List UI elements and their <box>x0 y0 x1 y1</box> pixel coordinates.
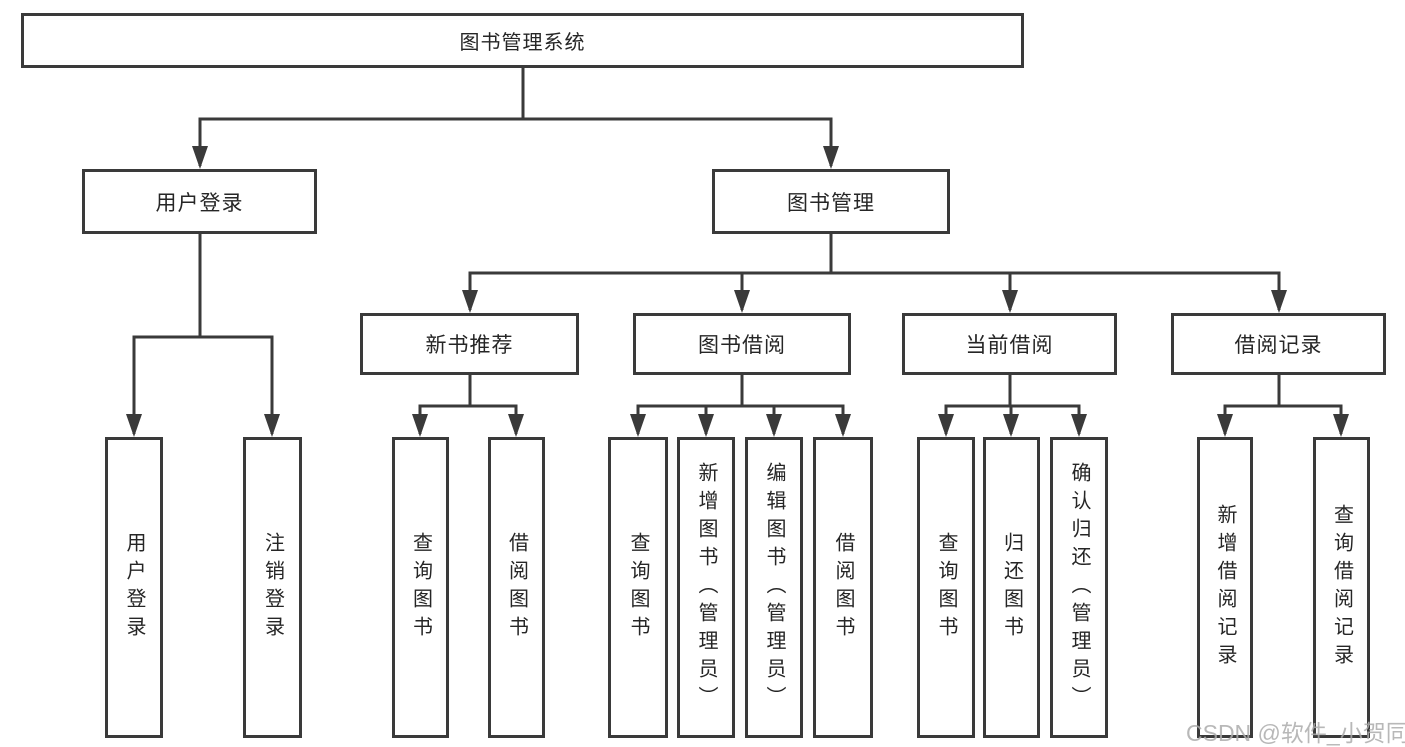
leaf-logout: 注销登录 <box>243 437 302 738</box>
leaf-edit-books-admin: 编辑图书（管理员） <box>745 437 803 738</box>
connector-book-mgmt-to-level3 <box>468 234 1281 310</box>
node-user-login: 用户登录 <box>82 169 317 234</box>
arrowheads <box>126 146 1349 437</box>
node-book-management: 图书管理 <box>712 169 950 234</box>
leaf-add-books-admin: 新增图书（管理员） <box>677 437 735 738</box>
leaf-query-books-recommend: 查询图书 <box>392 437 449 738</box>
connector-book-borrow-children <box>636 375 845 434</box>
node-library-management-system: 图书管理系统 <box>21 13 1024 68</box>
connector-borrow-records-children <box>1223 375 1343 434</box>
connector-root-to-level2 <box>198 68 833 166</box>
leaf-query-borrow-record: 查询借阅记录 <box>1313 437 1370 738</box>
leaf-add-borrow-record: 新增借阅记录 <box>1197 437 1253 738</box>
leaf-return-books: 归还图书 <box>983 437 1040 738</box>
node-borrow-records: 借阅记录 <box>1171 313 1386 375</box>
leaf-confirm-return-admin: 确认归还（管理员） <box>1050 437 1108 738</box>
leaf-user-login: 用户登录 <box>105 437 163 738</box>
leaf-query-books-current: 查询图书 <box>917 437 975 738</box>
node-new-book-recommend: 新书推荐 <box>360 313 579 375</box>
leaf-query-books-borrow: 查询图书 <box>608 437 668 738</box>
connector-new-book-children <box>418 375 518 434</box>
leaf-borrow-books-recommend: 借阅图书 <box>488 437 545 738</box>
node-book-borrow: 图书借阅 <box>633 313 851 375</box>
node-current-borrow: 当前借阅 <box>902 313 1117 375</box>
leaf-borrow-books: 借阅图书 <box>813 437 873 738</box>
connector-user-login-children <box>132 234 274 434</box>
